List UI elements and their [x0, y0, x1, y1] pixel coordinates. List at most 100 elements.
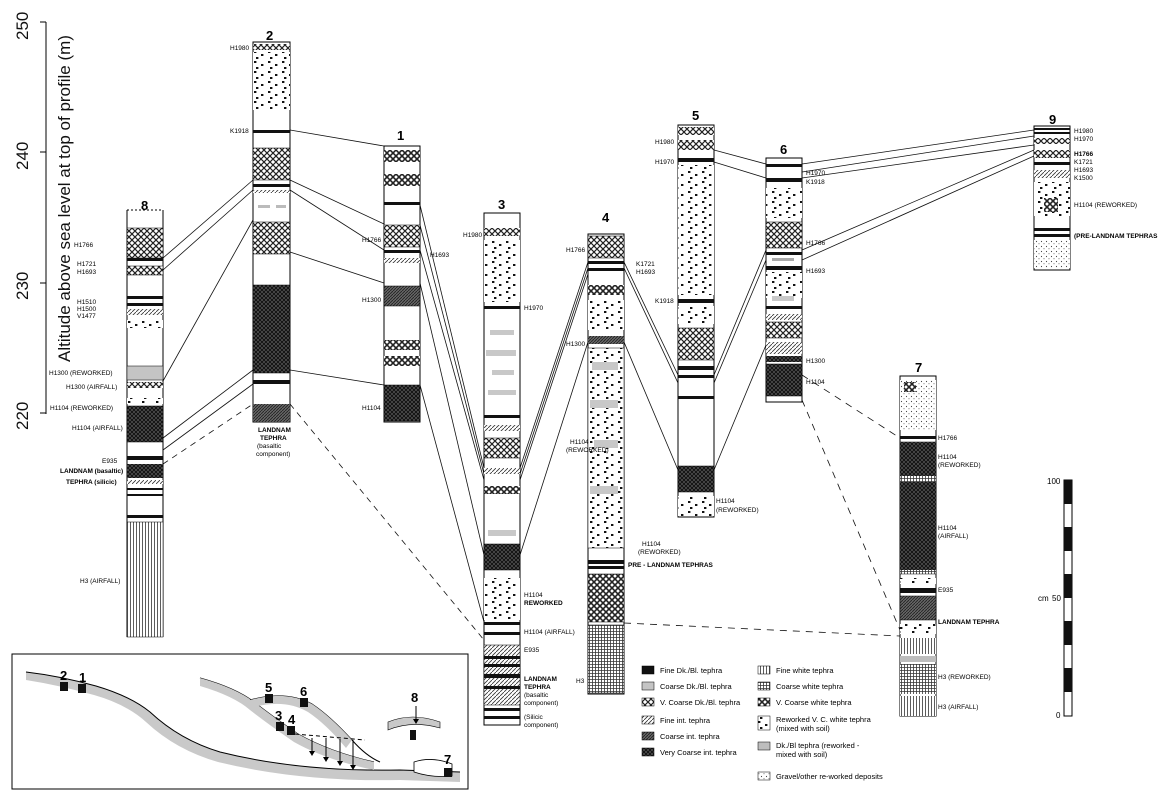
scale-tick-0: 0 [1056, 711, 1061, 720]
column-9-label: K1500 [1074, 175, 1093, 182]
legend-label: V. Coarse Dk./Bl. tephra [660, 698, 741, 707]
column-8-label: TEPHRA (silicic) [66, 479, 117, 486]
column-4-label: PRE - LANDNAM TEPHRAS [628, 562, 714, 569]
column-6: 6 H1970 K1918 H1766 H1693 H1300 H1104 [765, 142, 826, 403]
column-8-label: H1766 [74, 242, 94, 249]
column-3-label: H1104 [524, 592, 543, 599]
legend-label: Coarse Dk./Bl. tephra [660, 682, 733, 691]
column-9-label: K1721 [1074, 159, 1093, 166]
y-tick-230: 230 [13, 272, 32, 300]
y-tick-240: 240 [13, 142, 32, 170]
column-1-label: H1104 [362, 405, 381, 412]
column-3-label: (Silicic [524, 714, 544, 721]
legend: Fine Dk./Bl. tephra Coarse Dk./Bl. tephr… [641, 665, 883, 781]
column-8-label: E935 [102, 458, 118, 465]
column-4-label: H1300 [566, 341, 586, 348]
column-5-label: H1980 [655, 139, 675, 146]
inset-site-label: 5 [265, 680, 272, 695]
column-4-label: H1693 [636, 269, 656, 276]
column-4-label: (REWORKED) [638, 549, 681, 556]
column-9-label: H1980 [1074, 128, 1094, 135]
column-8-label: H1510 [77, 299, 97, 306]
inset-site-label: 3 [275, 708, 282, 723]
column-7: 7 H1766 H1104 (REWORKED) H1104 (AIRFALL)… [899, 360, 1000, 717]
column-2-label: component) [256, 451, 290, 458]
column-8-label: LANDNAM (basaltic) [60, 468, 123, 475]
legend-label: Coarse int. tephra [660, 732, 720, 741]
legend-label: V. Coarse white tephra [776, 698, 852, 707]
legend-label: Fine int. tephra [660, 716, 711, 725]
inset-site-label: 7 [444, 752, 451, 767]
column-5-label: (REWORKED) [716, 507, 759, 514]
inset-site-label: 8 [411, 690, 418, 705]
column-2-label: H1980 [230, 45, 250, 52]
scale-tick-100: 100 [1047, 477, 1061, 486]
column-6-label: H1766 [806, 240, 826, 247]
column-9-label: (PRE-LANDNAM TEPHRAS [1074, 233, 1158, 240]
legend-sublabel: (mixed with soil) [776, 724, 830, 733]
column-4-label: H1104 [570, 439, 589, 446]
column-7-label: E935 [938, 587, 954, 594]
column-1-label: H1300 [362, 297, 382, 304]
column-3-label: component) [524, 700, 558, 707]
column-4-label: (REWORKED) [566, 447, 609, 454]
inset-site-label: 2 [60, 668, 67, 683]
column-3-label: LANDNAM [524, 676, 557, 683]
scale-bar: 100 cm 50 0 [1038, 477, 1073, 720]
column-3-label: H1104 (AIRFALL) [524, 629, 575, 636]
column-9-label: H1104 (REWORKED) [1074, 202, 1137, 209]
column-4-label: H1766 [566, 247, 586, 254]
column-3-label: TEPHRA [524, 684, 551, 691]
column-7-label: H1104 [938, 454, 957, 461]
y-tick-250: 250 [13, 12, 32, 40]
column-6-number: 6 [780, 142, 787, 157]
column-9-label: H1970 [1074, 136, 1094, 143]
column-1-number: 1 [397, 128, 404, 143]
column-2-number: 2 [266, 28, 273, 43]
column-7-label: LANDNAM TEPHRA [938, 619, 1000, 626]
column-3: 3 H1980 H1970 H1104 REWORKED H1104 (AIRF… [463, 197, 575, 729]
legend-label: Very Coarse int. tephra [660, 748, 738, 757]
inset-sketch: 2 1 5 6 3 4 8 7 [11, 653, 469, 790]
column-3-number: 3 [498, 197, 505, 212]
column-6-label: H1104 [806, 379, 825, 386]
column-1-label: H1766 [362, 237, 382, 244]
column-5-number: 5 [692, 108, 699, 123]
column-3-label: E935 [524, 647, 540, 654]
column-3-label: REWORKED [524, 600, 563, 607]
correlation-lines [162, 129, 1035, 641]
column-8-label: V1477 [77, 313, 96, 320]
column-8-label: H1104 (REWORKED) [50, 405, 113, 412]
column-4-label: H3 [576, 678, 585, 685]
column-7-label: H3 (AIRFALL) [938, 704, 978, 711]
column-8-label: H1104 (AIRFALL) [72, 425, 123, 432]
column-2-label: LANDNAM [258, 427, 291, 434]
column-3-label: (basaltic [524, 692, 549, 699]
column-7-label: H1104 [938, 525, 957, 532]
column-8: 8 H1766 H1721 H1693 H1510 H1500 V1477 H1… [49, 198, 164, 638]
column-4-label: K1721 [636, 261, 655, 268]
column-8-label: H1500 [77, 306, 97, 313]
column-8-label: H1300 (REWORKED) [49, 370, 113, 377]
column-6-label: H1693 [806, 268, 826, 275]
column-2-label: K1918 [230, 128, 249, 135]
column-9-label: H1693 [1074, 167, 1094, 174]
legend-sublabel: mixed with soil) [776, 750, 828, 759]
column-5-label: H1104 [716, 498, 735, 505]
column-8-label: H1693 [77, 269, 97, 276]
column-1: 1 H1766 H1693 H1300 H1104 [362, 128, 450, 423]
scale-unit: cm [1038, 594, 1049, 603]
column-1-label: H1693 [430, 252, 450, 259]
column-5-label: H1970 [655, 159, 675, 166]
column-3-label: H1970 [524, 305, 544, 312]
column-3-label: component) [524, 722, 558, 729]
column-5-label: K1918 [655, 298, 674, 305]
column-7-label: H1766 [938, 435, 958, 442]
column-4: 4 H1766 K1721 H1693 H1300 H1104 (REWORKE… [566, 210, 714, 695]
column-7-label: (AIRFALL) [938, 533, 968, 540]
column-4-label: H1104 [642, 541, 661, 548]
column-8-label: H1721 [77, 261, 97, 268]
column-7-number: 7 [915, 360, 922, 375]
column-2-label: TEPHRA [260, 435, 287, 442]
